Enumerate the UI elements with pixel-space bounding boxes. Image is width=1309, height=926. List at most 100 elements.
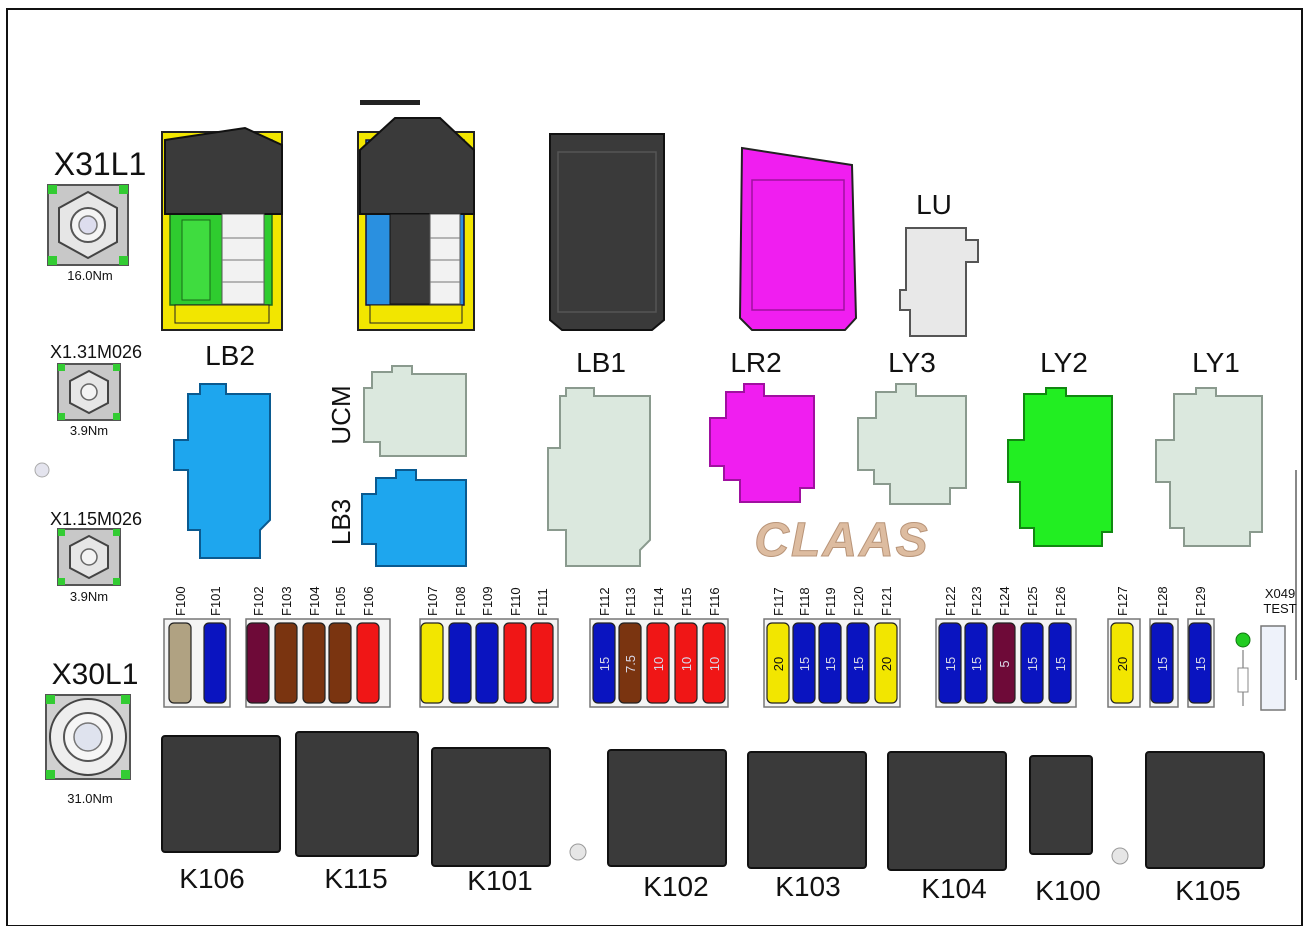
connector-lu (899, 227, 979, 337)
connector-lr2 (709, 383, 815, 503)
connector-lr2-module (738, 146, 858, 331)
fuse-f110[interactable]: F110 (503, 587, 527, 704)
connector-lb1-module (549, 133, 665, 331)
connector-ucm (363, 365, 467, 457)
relay-body (431, 747, 551, 867)
fuse-body (818, 622, 842, 704)
fuse-body (702, 622, 726, 704)
fuse-body (274, 622, 298, 704)
connector-ly2 (1007, 387, 1113, 547)
fuse-f106[interactable]: F106 (356, 586, 380, 704)
relay-k103[interactable]: K103 (747, 751, 867, 902)
fuse-f123[interactable]: F123 15 (964, 586, 988, 704)
relay-body (161, 735, 281, 853)
fuse-body (846, 622, 870, 704)
fuse-label: F108 (453, 586, 468, 616)
fuse-label: F110 (508, 587, 523, 616)
fuse-body (246, 622, 270, 704)
fuse-rating: 15 (969, 657, 984, 671)
fuse-label: F104 (307, 586, 322, 616)
fuse-body (766, 622, 790, 704)
fuse-label: F105 (333, 586, 348, 616)
fuse-f109[interactable]: F109 (475, 586, 499, 704)
stud-label: X1.31M026 (50, 342, 142, 362)
fuse-body (992, 622, 1016, 704)
fuse-body (530, 622, 554, 704)
fuse-f101[interactable]: F101 (203, 586, 227, 704)
fuse-label: F118 (797, 587, 812, 616)
fuse-label: F114 (651, 587, 666, 616)
fuse-body (1188, 622, 1212, 704)
connector-ly1 (1155, 387, 1263, 547)
fuse-f103[interactable]: F103 (274, 586, 298, 704)
fuse-f105[interactable]: F105 (328, 586, 352, 704)
fuse-rating: 15 (1053, 657, 1068, 671)
relay-k100[interactable]: K100 (1029, 755, 1101, 906)
fuse-rating: 15 (597, 657, 612, 671)
fuse-label: F106 (361, 586, 376, 616)
relay-k102[interactable]: K102 (607, 749, 727, 902)
fuse-body (592, 622, 616, 704)
connector-label-ucm: UCM (326, 385, 356, 444)
relay-label: K101 (467, 865, 532, 896)
fuse-f111[interactable]: F111 (530, 588, 554, 704)
fuse-label: F111 (535, 588, 550, 616)
fuse-label: F123 (969, 586, 984, 616)
fuse-body (674, 622, 698, 704)
fuse-f126[interactable]: F126 15 (1048, 586, 1072, 704)
relay-body (887, 751, 1007, 871)
fuse-rating: 15 (943, 657, 958, 671)
connector-ucm-plug (357, 100, 475, 331)
fuse-f100[interactable]: F100 (168, 586, 192, 704)
stud-x30l1: X30L1 31.0Nm (45, 658, 139, 806)
relay-body (747, 751, 867, 869)
stud-label: X31L1 (54, 146, 147, 182)
fuse-f102[interactable]: F102 (246, 586, 270, 704)
fuse-body (938, 622, 962, 704)
connector-label-lb1: LB1 (576, 347, 626, 378)
relay-k104[interactable]: K104 (887, 751, 1007, 904)
fuse-body (503, 622, 527, 704)
relay-k105[interactable]: K105 (1145, 751, 1265, 906)
relay-k106[interactable]: K106 (161, 735, 281, 894)
connector-label-lr2: LR2 (730, 347, 781, 378)
fuse-rating: 20 (771, 657, 786, 671)
fuse-rating: 20 (879, 657, 894, 671)
fuse-f104[interactable]: F104 (302, 586, 326, 704)
fuse-label: F126 (1053, 586, 1068, 616)
relay-label: K106 (179, 863, 244, 894)
relay-k115[interactable]: K115 (295, 731, 419, 894)
relay-label: K105 (1175, 875, 1240, 906)
relay-k101[interactable]: K101 (431, 747, 551, 896)
fuse-rating: 20 (1115, 657, 1130, 671)
relay-label: K104 (921, 873, 986, 904)
test-port[interactable] (1260, 625, 1286, 711)
connector-label-ly1: LY1 (1192, 347, 1240, 378)
fuse-body (1020, 622, 1044, 704)
fuse-body (203, 622, 227, 704)
fuse-f108[interactable]: F108 (448, 586, 472, 704)
fuse-f107[interactable]: F107 (420, 586, 444, 704)
fuse-rating: 15 (1155, 657, 1170, 671)
fuse-label: F129 (1193, 586, 1208, 616)
fuse-f117[interactable]: F117 20 (766, 587, 790, 704)
connector-label-ly2: LY2 (1040, 347, 1088, 378)
stud-label: X30L1 (52, 658, 139, 691)
fuse-label: F117 (771, 587, 786, 616)
